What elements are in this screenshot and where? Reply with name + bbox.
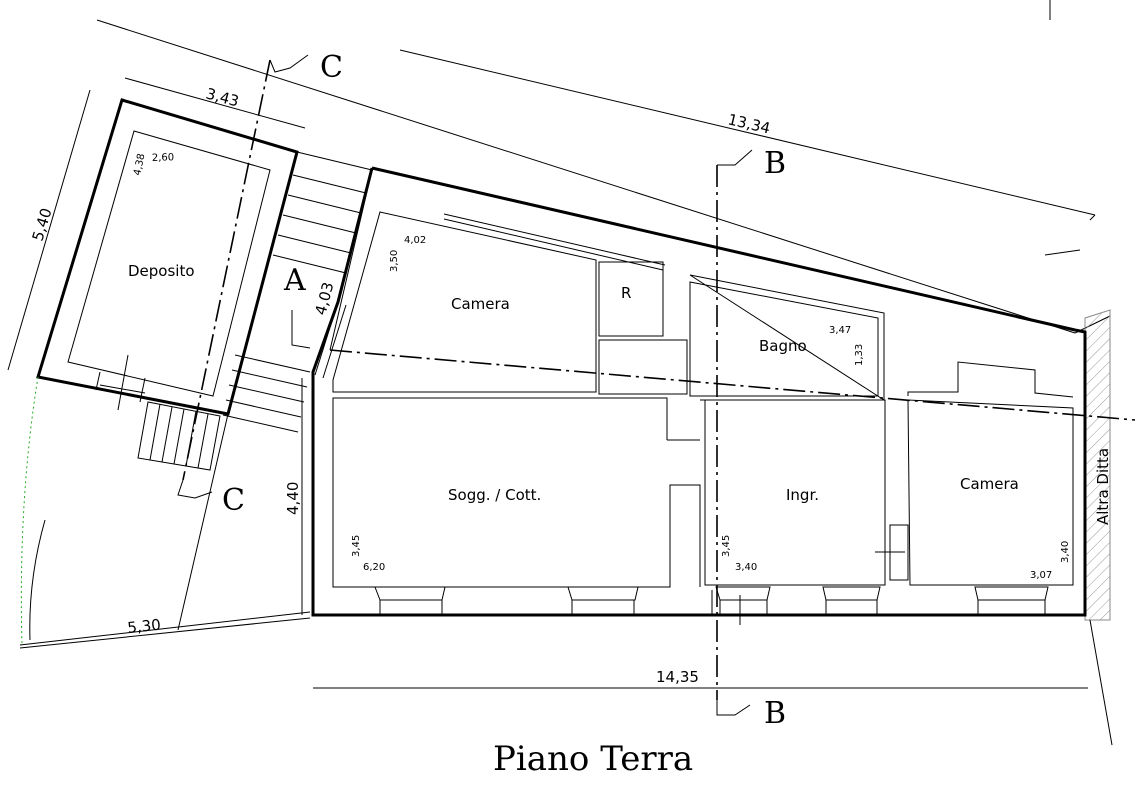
bagno-dim-a: 3,47 <box>829 325 851 336</box>
camera-right-dim-b: 3,07 <box>1030 570 1052 581</box>
dim-line-yard <box>19 617 311 649</box>
dim-line-deposito-depth <box>7 89 91 371</box>
camera-top-label: Camera <box>451 295 510 313</box>
dim-yard-bottom: 5,30 <box>127 616 162 637</box>
soggiorno-room <box>332 397 701 588</box>
dim-line-top <box>399 49 1096 216</box>
camera-right-room <box>875 361 1074 586</box>
section-b-top-label: B <box>764 146 786 181</box>
soggiorno-dim-a: 3,45 <box>351 535 362 557</box>
camera-top-dim-b: 4,02 <box>404 235 426 246</box>
deposito-steps <box>137 401 221 471</box>
ripostiglio-room <box>598 261 664 337</box>
property-boundary-top <box>96 19 1076 334</box>
ingresso-dim-b: 3,40 <box>735 562 757 573</box>
main-staircase <box>222 151 373 433</box>
dim-deposito-width: 3,43 <box>204 84 241 110</box>
dim-left-height: 4,40 <box>284 482 302 515</box>
deposito-room <box>36 98 299 416</box>
deposito-label: Deposito <box>128 262 195 280</box>
section-a-label: A <box>283 263 306 298</box>
courtyard <box>19 376 311 646</box>
deposito-dim-a: 4,38 <box>132 153 147 177</box>
ingresso-label: Ingr. <box>786 486 819 504</box>
dim-line-deposito-width <box>124 77 306 129</box>
neighbor-label: Altra Ditta <box>1094 448 1112 525</box>
bagno-room <box>689 274 885 401</box>
section-b-bottom-label: B <box>764 696 786 731</box>
camera-top-dim-a: 3,50 <box>389 250 400 272</box>
camera-right-dim-a: 3,40 <box>1060 541 1071 563</box>
dim-bottom-long: 14,35 <box>656 668 699 686</box>
section-line-c <box>182 59 271 481</box>
plan-title: Piano Terra <box>493 739 693 779</box>
ingresso-dim-a: 3,45 <box>721 535 732 557</box>
section-line-a <box>329 349 1135 421</box>
section-c-top-label: C <box>320 50 343 85</box>
dim-top-long: 13,34 <box>726 110 772 137</box>
bagno-dim-b: 1,33 <box>854 344 865 366</box>
dim-deposito-depth: 5,40 <box>29 206 56 243</box>
section-c-bottom-label: C <box>222 483 245 518</box>
deposito-dim-b: 2,60 <box>152 152 175 164</box>
ingresso-room <box>700 399 886 586</box>
bottom-windows <box>374 586 1049 616</box>
bagno-label: Bagno <box>759 337 807 355</box>
ripostiglio-label: R <box>621 284 631 302</box>
soggiorno-label: Sogg. / Cott. <box>448 486 541 504</box>
camera-right-label: Camera <box>960 475 1019 493</box>
soggiorno-dim-b: 6,20 <box>363 562 385 573</box>
